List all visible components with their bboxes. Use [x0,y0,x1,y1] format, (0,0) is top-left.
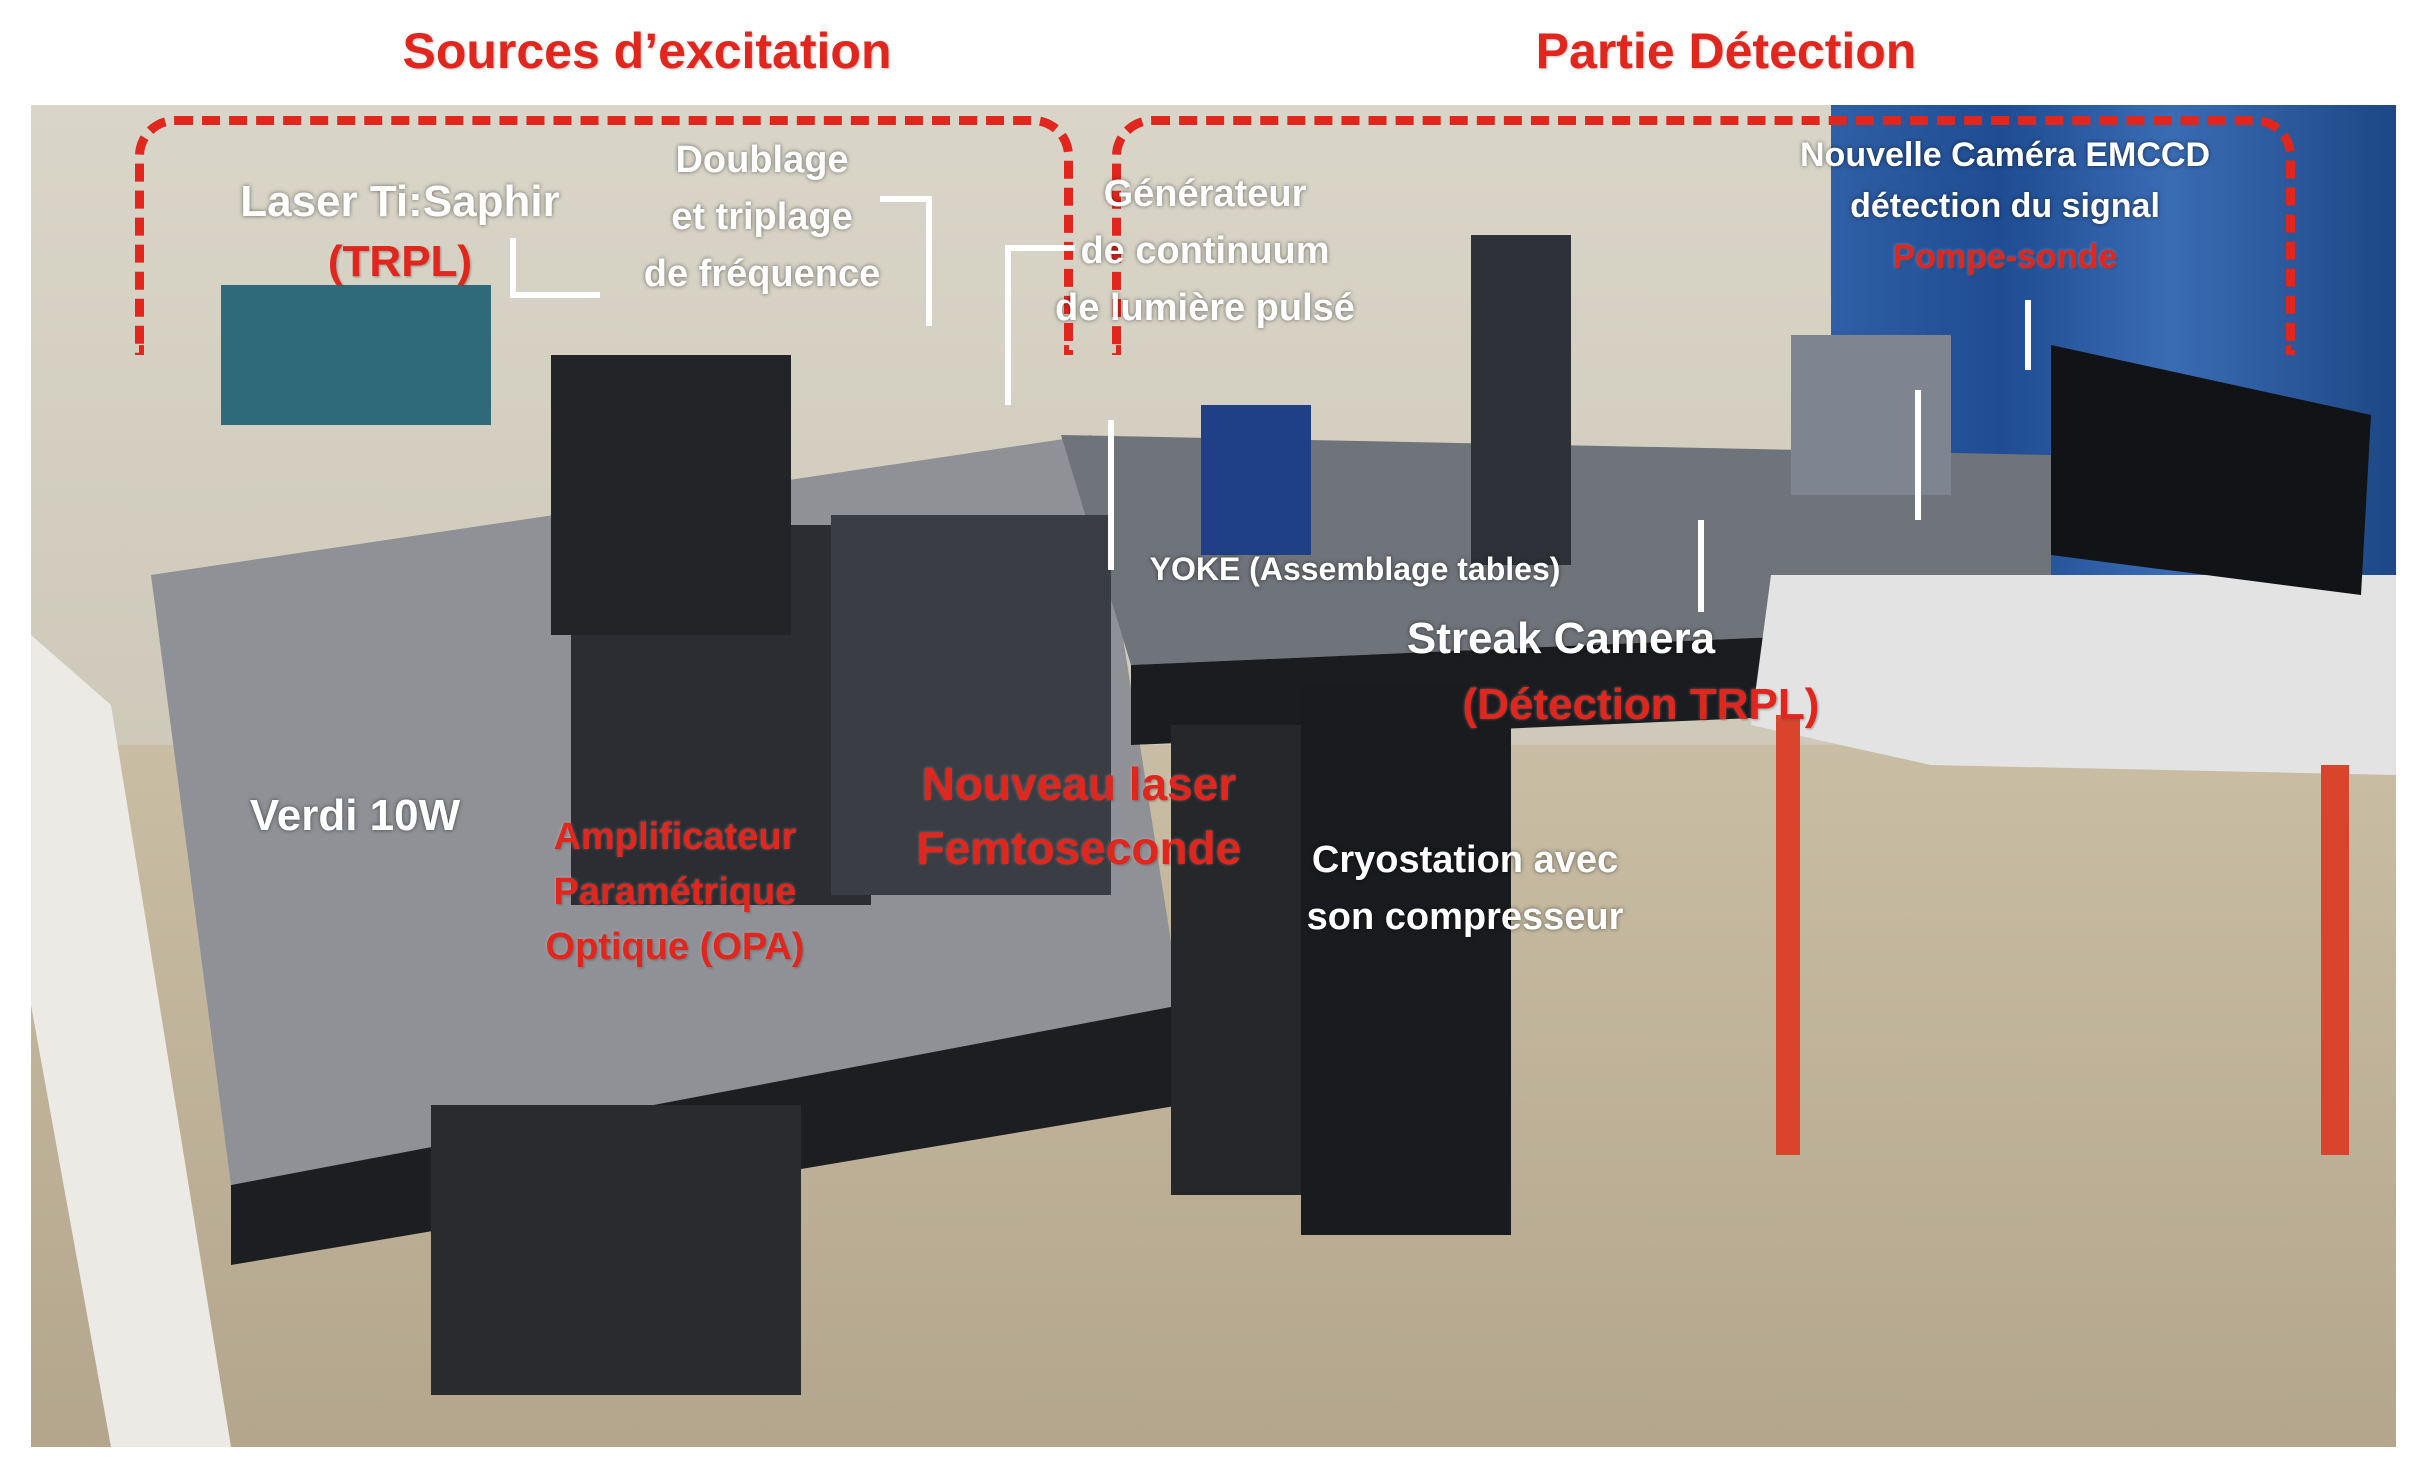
label-emccd-line1: Nouvelle Caméra EMCCD [1799,136,2211,174]
label-doublage-line3: de fréquence [643,253,881,295]
arrow-generateur [1005,245,1011,405]
arrow-ti-saphir [510,238,516,298]
label-ti-saphir-name: Laser Ti:Saphir [240,177,560,226]
arrow-doublage-h [880,196,930,202]
arrow-streak [1698,520,1704,612]
label-streak-line1: Streak Camera [1406,614,1716,663]
label-laser-ti-saphir: Laser Ti:Saphir (TRPL) [240,177,560,287]
lab-photo [31,105,2396,1447]
label-femto-line1: Nouveau laser [921,758,1237,810]
label-generateur-continuum: Générateur de continuum de lumière pulsé [1055,166,1355,337]
title-sources-excitation: Sources d’excitation [402,23,892,79]
arrow-emccd [2025,300,2031,370]
label-cryostation: Cryostation avec son compresseur [1307,832,1624,946]
label-generateur-line1: Générateur [1103,173,1307,215]
excitation-zone-outline [135,116,1073,355]
label-streak-line2: (Détection TRPL) [1462,680,1820,729]
arrow-ti-saphir-h [510,292,600,298]
label-cryo-line2: son compresseur [1306,896,1624,938]
label-opa-line3: Optique (OPA) [545,926,805,969]
label-femto-line2: Femtoseconde [916,822,1242,875]
label-doublage: Doublage et triplage de fréquence [644,132,881,303]
label-emccd: Nouvelle Caméra EMCCD détection du signa… [1800,130,2210,283]
label-yoke: YOKE (Assemblage tables) [1149,551,1561,587]
label-generateur-line2: de continuum [1080,230,1330,272]
label-doublage-line1: Doublage [675,139,849,181]
label-ti-saphir-trpl: (TRPL) [327,237,473,287]
title-partie-detection: Partie Détection [1535,23,1917,79]
arrow-generateur-h [1005,245,1075,251]
arrow-doublage [926,196,932,326]
label-cryo-line1: Cryostation avec [1311,839,1619,881]
arrow-yoke [1108,420,1114,570]
label-streak-camera: Streak Camera (Détection TRPL) [1407,606,1820,738]
label-verdi: Verdi 10W [249,791,461,840]
label-emccd-line2: détection du signal [1850,187,2160,225]
label-opa-line1: Amplificateur [553,816,797,858]
detection-zone-outline [1112,116,2295,355]
arrow-streak-2 [1915,390,1921,520]
label-opa-line2: Paramétrique [553,871,797,914]
label-generateur-line3: de lumière pulsé [1055,287,1355,329]
label-opa: Amplificateur Paramétrique Optique (OPA) [546,810,805,975]
label-femtoseconde: Nouveau laser Femtoseconde [917,752,1242,881]
label-emccd-pompe-sonde: Pompe-sonde [1892,238,2118,276]
label-doublage-line2: et triplage [671,196,853,238]
